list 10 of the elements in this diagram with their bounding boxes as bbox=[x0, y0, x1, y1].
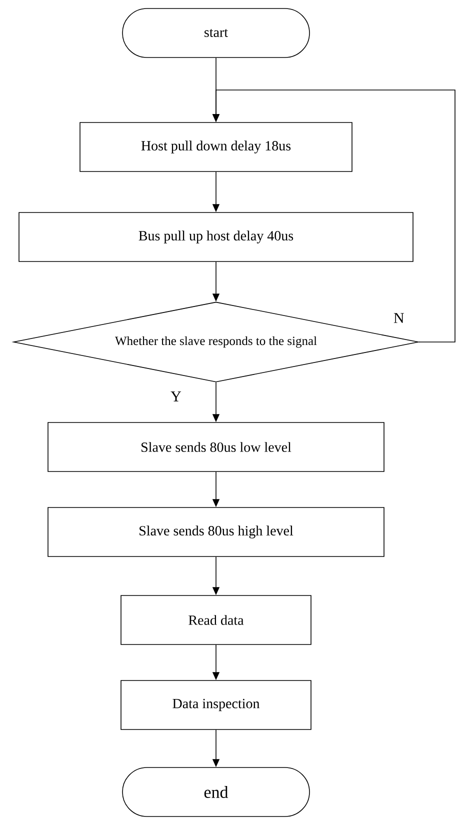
process-box: Bus pull up host delay 40us bbox=[18, 212, 414, 262]
edge-label: Y bbox=[170, 392, 182, 402]
process-box: Host pull down delay 18us bbox=[80, 122, 352, 172]
process-box: Data inspection bbox=[120, 680, 312, 730]
edge-label: N bbox=[394, 313, 404, 323]
process-box: Slave sends 80us high level bbox=[48, 507, 384, 557]
terminal-box: start bbox=[122, 8, 310, 58]
process-box: Slave sends 80us low level bbox=[48, 422, 384, 472]
terminal-box: end bbox=[122, 767, 310, 817]
process-box: Read data bbox=[120, 595, 312, 645]
